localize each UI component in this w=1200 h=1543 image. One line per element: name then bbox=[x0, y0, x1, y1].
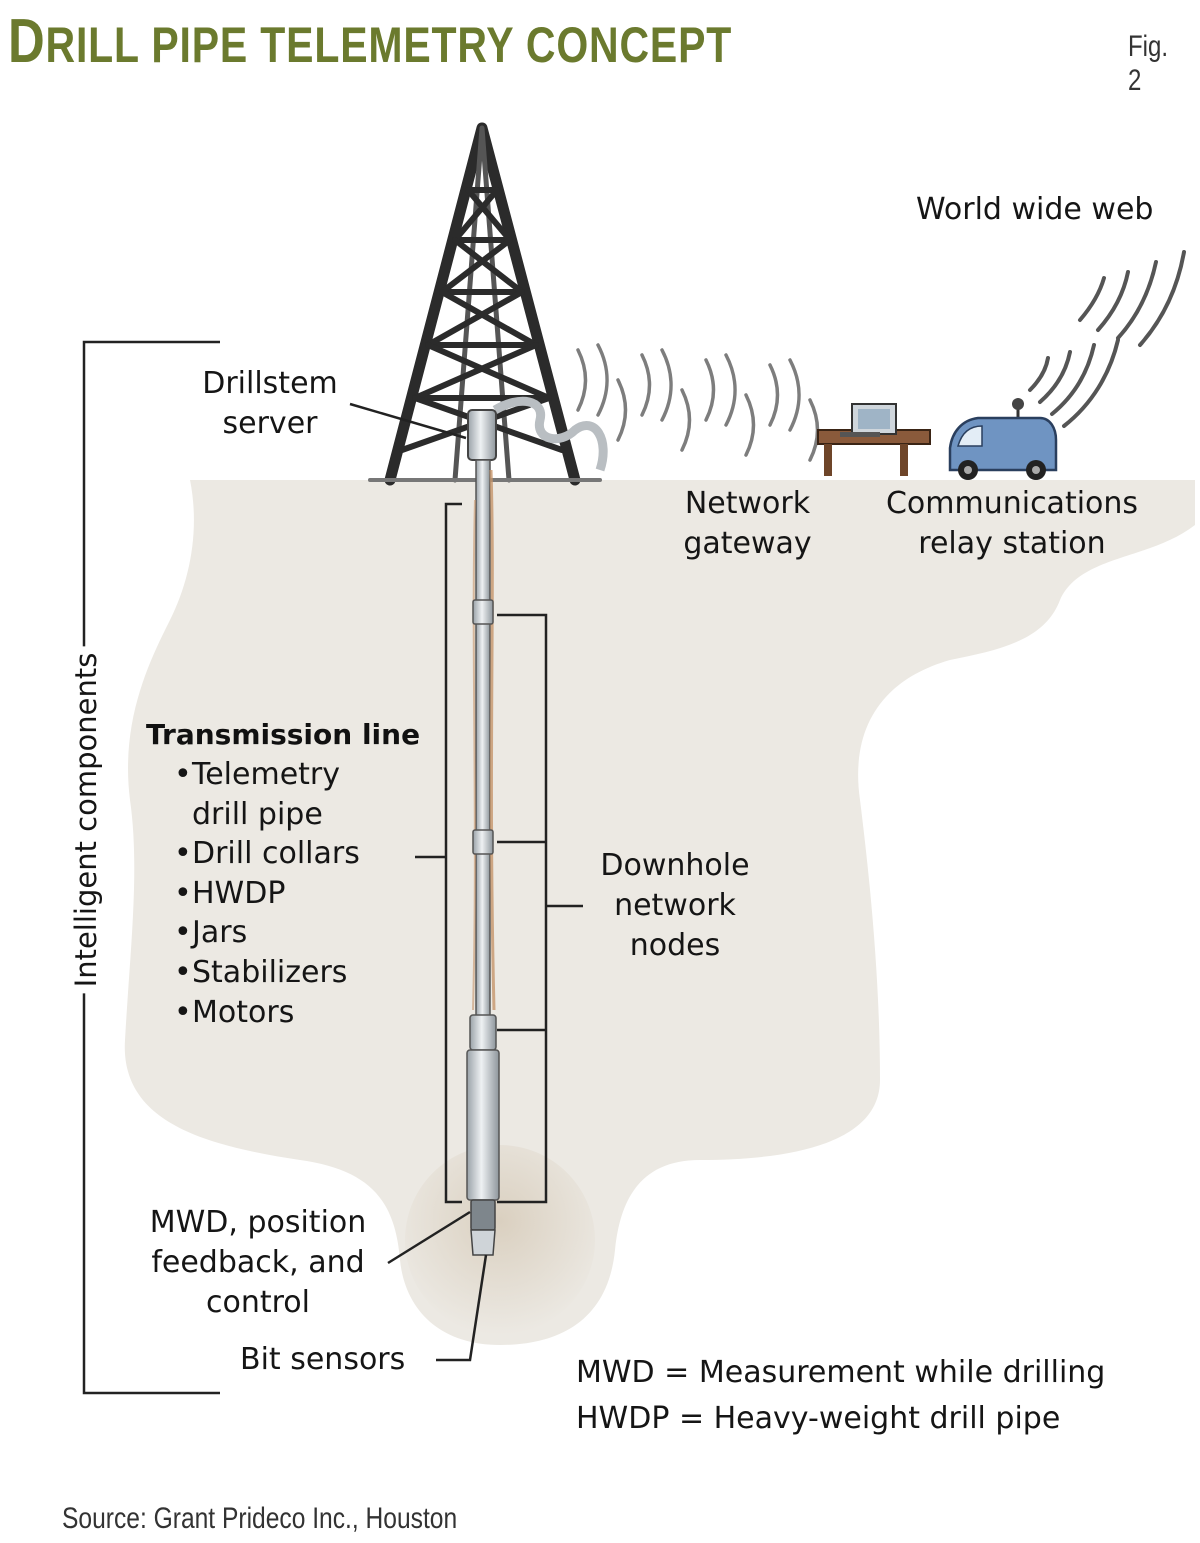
surface-hose bbox=[492, 396, 608, 472]
computer-desk-icon bbox=[817, 403, 931, 476]
downhole-nodes-bracket bbox=[497, 613, 548, 1204]
drillstem-server-label: Drillstem server bbox=[186, 364, 354, 444]
list-item: HWDP bbox=[174, 874, 420, 914]
drillstem-server-line-1: Drillstem bbox=[202, 366, 338, 401]
drillstem-leader bbox=[349, 402, 467, 440]
network-gateway-line-1: Network bbox=[684, 486, 811, 521]
mwd-line-2: feedback, and bbox=[151, 1245, 365, 1280]
derrick-icon bbox=[368, 122, 602, 486]
list-item: Motors bbox=[174, 993, 420, 1033]
earth-deep-shading bbox=[405, 1145, 595, 1335]
mwd-line-1: MWD, position bbox=[149, 1205, 367, 1240]
abbreviation-legend: MWD = Measurement while drilling HWDP = … bbox=[576, 1350, 1105, 1442]
mwd-leader bbox=[387, 1210, 471, 1265]
title-rest: RILL PIPE TELEMETRY CONCEPT bbox=[45, 17, 733, 73]
list-item: Stabilizers bbox=[174, 953, 420, 993]
comm-relay-line-1: Communications bbox=[885, 486, 1139, 521]
transmission-line-bracket bbox=[444, 502, 462, 1204]
downhole-line-1: Downhole bbox=[600, 848, 750, 883]
transmission-line-block: Transmission line Telemetry drill pipe D… bbox=[146, 715, 420, 1032]
transmission-line-list: Telemetry drill pipe Drill collars HWDP … bbox=[146, 755, 420, 1032]
wireless-waves-icon bbox=[576, 343, 820, 462]
downhole-nodes-label: Downhole network nodes bbox=[590, 846, 760, 966]
bit-sensors-label: Bit sensors bbox=[240, 1342, 406, 1377]
title-initial: D bbox=[8, 7, 46, 76]
world-wide-web-label: World wide web bbox=[916, 192, 1154, 227]
mwd-line-3: control bbox=[206, 1285, 310, 1320]
intelligent-components-label: Intelligent components bbox=[69, 646, 103, 994]
bit-sensors-leader bbox=[436, 1254, 488, 1362]
network-gateway-label: Network gateway bbox=[670, 484, 825, 564]
network-gateway-line-2: gateway bbox=[683, 526, 812, 561]
relay-van-icon bbox=[948, 398, 1058, 480]
web-signal-icon bbox=[1028, 250, 1186, 428]
figure-label: Fig. 2 bbox=[1128, 30, 1169, 97]
source-credit: Source: Grant Prideco Inc., Houston bbox=[62, 1502, 458, 1535]
drillstem-server-line-2: server bbox=[222, 406, 318, 441]
legend-mwd: MWD = Measurement while drilling bbox=[576, 1355, 1106, 1390]
comm-relay-line-2: relay station bbox=[918, 526, 1106, 561]
earth-cross-section bbox=[124, 480, 1196, 1345]
list-item: Drill collars bbox=[174, 834, 420, 874]
diagram-title: DRILL PIPE TELEMETRY CONCEPT bbox=[8, 6, 732, 77]
mwd-label: MWD, position feedback, and control bbox=[130, 1203, 386, 1323]
comm-relay-station-label: Communications relay station bbox=[864, 484, 1160, 564]
transmission-line-title: Transmission line bbox=[146, 718, 421, 751]
drill-string-icon bbox=[466, 409, 500, 1256]
list-item: Telemetry bbox=[174, 755, 420, 795]
downhole-line-3: nodes bbox=[629, 928, 721, 963]
legend-hwdp: HWDP = Heavy-weight drill pipe bbox=[576, 1401, 1061, 1436]
list-item-continuation: drill pipe bbox=[192, 796, 323, 832]
list-item: Jars bbox=[174, 913, 420, 953]
downhole-line-2: network bbox=[614, 888, 736, 923]
